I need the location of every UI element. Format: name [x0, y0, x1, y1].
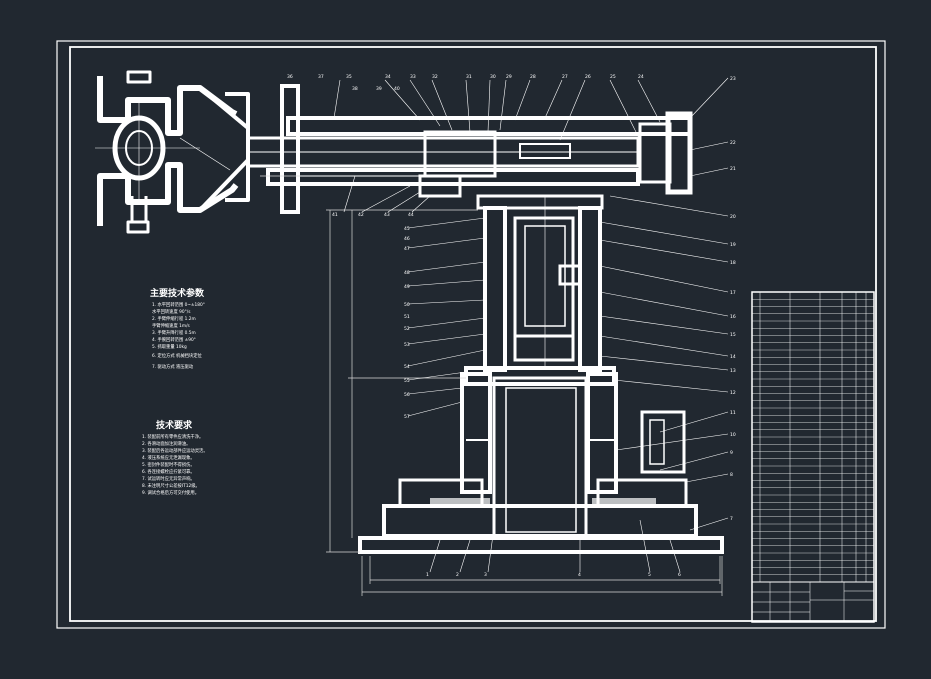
gripper-centerlines	[95, 100, 231, 200]
requirement-line: 3. 装配后各运动部件应运动灵活。	[142, 447, 208, 454]
part-number-5: 5	[648, 572, 651, 578]
part-number-4: 4	[578, 572, 581, 578]
part-number-18: 18	[730, 260, 736, 266]
spec-line: 6. 定位方式 机械挡块定位	[152, 352, 203, 359]
part-number-40: 40	[394, 86, 400, 92]
spec-line: 2. 手臂伸缩行程 1.2m	[152, 315, 196, 322]
gripper-assembly	[97, 70, 250, 234]
spec-line: 4. 手腕回转范围 ±90°	[152, 336, 196, 343]
part-number-46: 46	[404, 236, 410, 242]
leader-lines	[333, 77, 729, 573]
part-number-47: 47	[404, 246, 410, 252]
part-number-24: 24	[638, 74, 644, 80]
requirements-title: 技术要求	[156, 419, 193, 431]
part-number-44: 44	[408, 212, 414, 218]
part-number-29: 29	[506, 74, 512, 80]
part-number-16: 16	[730, 314, 736, 320]
part-number-26: 26	[585, 74, 591, 80]
part-number-39: 39	[376, 86, 382, 92]
base-assembly	[358, 366, 724, 554]
part-number-53: 53	[404, 342, 410, 348]
part-number-55: 55	[404, 378, 410, 384]
part-number-13: 13	[730, 368, 736, 374]
spec-line: 手臂伸缩速度 1m/s	[152, 322, 191, 329]
part-number-10: 10	[730, 432, 736, 438]
part-number-42: 42	[358, 212, 364, 218]
requirement-line: 8. 未注明尺寸公差按IT12级。	[142, 482, 200, 489]
part-number-33: 33	[410, 74, 416, 80]
part-number-50: 50	[404, 302, 410, 308]
spec-line: 5. 抓取重量 10kg	[152, 343, 187, 350]
part-number-56: 56	[404, 392, 410, 398]
part-number-54: 54	[404, 364, 410, 370]
part-number-19: 19	[730, 242, 736, 248]
part-number-1: 1	[426, 572, 429, 578]
spec-title: 主要技术参数	[150, 287, 205, 299]
part-number-32: 32	[432, 74, 438, 80]
arm-cylinder	[246, 84, 693, 214]
part-number-12: 12	[730, 390, 736, 396]
part-number-43: 43	[384, 212, 390, 218]
drawing-frame	[56, 40, 886, 629]
part-number-11: 11	[730, 410, 736, 416]
part-number-6: 6	[678, 572, 681, 578]
requirement-line: 5. 密封件装配时不得损伤。	[142, 461, 195, 468]
part-number-28: 28	[530, 74, 536, 80]
part-number-51: 51	[404, 314, 410, 320]
part-number-20: 20	[730, 214, 736, 220]
part-number-41: 41	[332, 212, 338, 218]
part-number-9: 9	[730, 450, 733, 456]
part-number-37: 37	[318, 74, 324, 80]
part-number-57: 57	[404, 414, 410, 420]
part-number-52: 52	[404, 326, 410, 332]
bom-rows	[752, 299, 874, 575]
dimension-lines	[260, 175, 723, 596]
part-number-27: 27	[562, 74, 568, 80]
part-number-25: 25	[610, 74, 616, 80]
part-number-7: 7	[730, 516, 733, 522]
part-number-17: 17	[730, 290, 736, 296]
part-number-3: 3	[484, 572, 487, 578]
part-number-36: 36	[287, 74, 293, 80]
spec-list: 1. 水平回转范围 0~±180° 水平回转速度 90°/s 2. 手臂伸缩行程…	[152, 301, 205, 370]
spec-line: 水平回转速度 90°/s	[152, 308, 191, 315]
title-block	[751, 291, 875, 623]
requirement-line: 2. 各滑动面加注润滑油。	[142, 440, 190, 447]
spec-line: 3. 手臂升降行程 0.5m	[152, 329, 196, 336]
spec-line: 7. 驱动方式 液压驱动	[152, 363, 194, 370]
requirement-line: 6. 各连接螺栓应拧紧可靠。	[142, 468, 195, 475]
part-number-15: 15	[730, 332, 736, 338]
requirement-line: 4. 液压系统应无泄漏现象。	[142, 454, 195, 461]
lift-column	[476, 194, 604, 372]
part-number-34: 34	[385, 74, 391, 80]
part-number-2: 2	[456, 572, 459, 578]
requirement-line: 1. 装配前所有零件应清洗干净。	[142, 433, 203, 440]
part-number-8: 8	[730, 472, 733, 478]
part-number-30: 30	[490, 74, 496, 80]
part-number-35: 35	[346, 74, 352, 80]
part-number-38: 38	[352, 86, 358, 92]
requirement-line: 9. 调试合格后方可交付使用。	[142, 489, 199, 496]
part-number-49: 49	[404, 284, 410, 290]
part-number-45: 45	[404, 226, 410, 232]
part-number-31: 31	[466, 74, 472, 80]
part-number-48: 48	[404, 270, 410, 276]
requirement-line: 7. 试运转时应无异常声响。	[142, 475, 195, 482]
requirements-list: 1. 装配前所有零件应清洗干净。 2. 各滑动面加注润滑油。 3. 装配后各运动…	[142, 433, 208, 496]
part-number-14: 14	[730, 354, 736, 360]
part-number-22: 22	[730, 140, 736, 146]
spec-line: 1. 水平回转范围 0~±180°	[152, 301, 205, 308]
part-number-23: 23	[730, 76, 736, 82]
part-number-21: 21	[730, 166, 736, 172]
